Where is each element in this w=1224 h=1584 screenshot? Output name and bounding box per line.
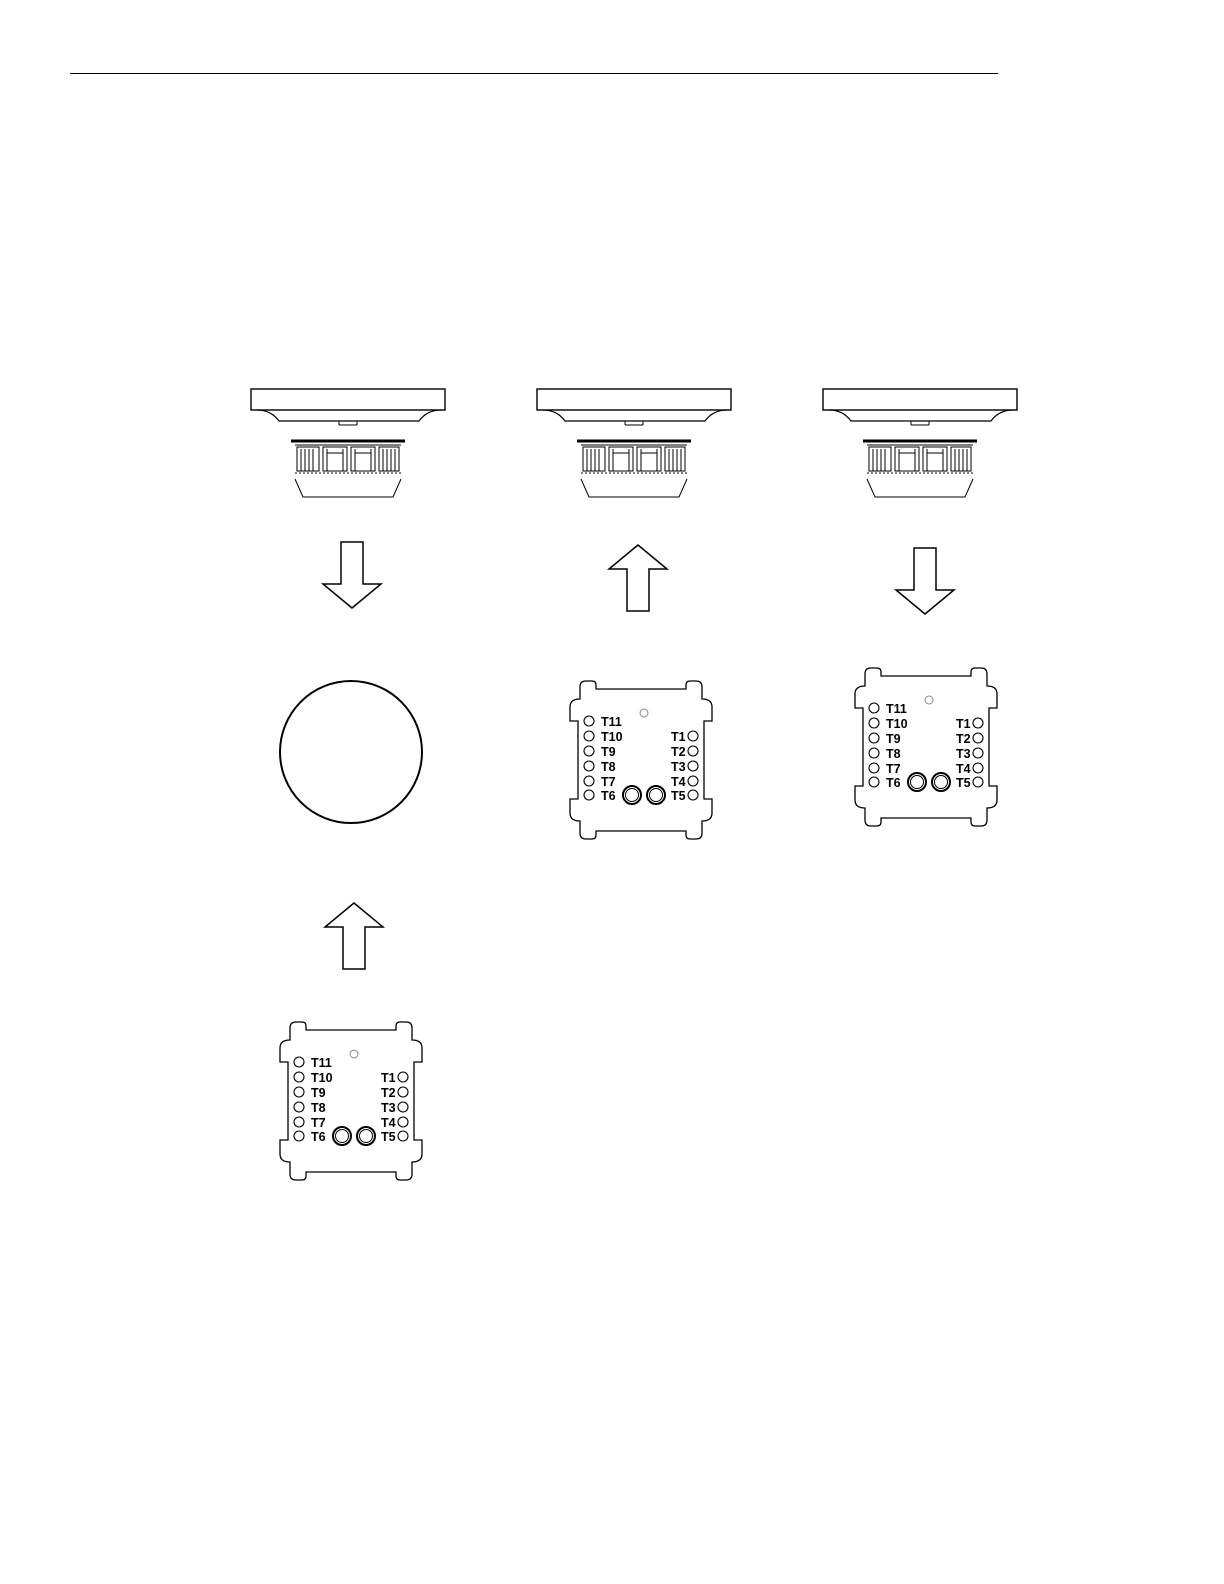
terminal-label: T7: [601, 775, 616, 789]
terminal-label: T8: [311, 1101, 326, 1115]
terminal-label: T10: [601, 730, 623, 744]
terminal-label: T2: [956, 732, 971, 746]
terminal-label: T1: [956, 717, 971, 731]
terminal-label: T11: [311, 1056, 332, 1070]
arrow-up-icon: [325, 903, 383, 969]
terminal-base-3: T11 T10 T9 T8 T7 T6 T1 T2 T3 T4 T5: [855, 668, 997, 826]
terminal-label: T5: [956, 776, 971, 790]
detector-head-3: [823, 389, 1017, 497]
terminal-label: T3: [671, 760, 686, 774]
terminal-label: T11: [601, 715, 622, 729]
terminal-label: T8: [886, 747, 901, 761]
terminal-label: T7: [311, 1116, 326, 1130]
terminal-label: T7: [886, 762, 901, 776]
terminal-label: T6: [601, 789, 616, 803]
blank-cover-circle: [280, 681, 422, 823]
terminal-label: T9: [886, 732, 901, 746]
right-terminal-labels: T1 T2 T3 T4 T5: [956, 717, 971, 790]
terminal-base-2: T11 T10 T9 T8 T7 T6 T1 T2 T3 T4 T5: [570, 681, 712, 839]
terminal-label: T1: [381, 1071, 396, 1085]
arrow-up-icon: [609, 545, 667, 611]
right-terminal-labels: T1 T2 T3 T4 T5: [381, 1071, 396, 1144]
terminal-label: T5: [671, 789, 686, 803]
terminal-label: T1: [671, 730, 686, 744]
terminal-label: T2: [381, 1086, 396, 1100]
arrow-down-icon: [323, 542, 381, 608]
terminal-label: T2: [671, 745, 686, 759]
arrow-down-icon: [896, 548, 954, 614]
right-terminal-labels: T1 T2 T3 T4 T5: [671, 730, 686, 803]
terminal-label: T4: [381, 1116, 396, 1130]
detector-head-2: [537, 389, 731, 497]
terminal-label: T3: [956, 747, 971, 761]
terminal-label: T9: [311, 1086, 326, 1100]
terminal-label: T9: [601, 745, 616, 759]
terminal-label: T8: [601, 760, 616, 774]
terminal-label: T10: [311, 1071, 333, 1085]
terminal-label: T5: [381, 1130, 396, 1144]
terminal-label: T4: [956, 762, 971, 776]
terminal-label: T3: [381, 1101, 396, 1115]
terminal-base-1: T11 T10 T9 T8 T7 T6 T1 T2 T3 T4 T5: [280, 1022, 422, 1180]
terminal-label: T6: [311, 1130, 326, 1144]
detector-head-1: [251, 389, 445, 497]
terminal-label: T11: [886, 702, 907, 716]
terminal-label: T6: [886, 776, 901, 790]
terminal-label: T4: [671, 775, 686, 789]
terminal-label: T10: [886, 717, 908, 731]
